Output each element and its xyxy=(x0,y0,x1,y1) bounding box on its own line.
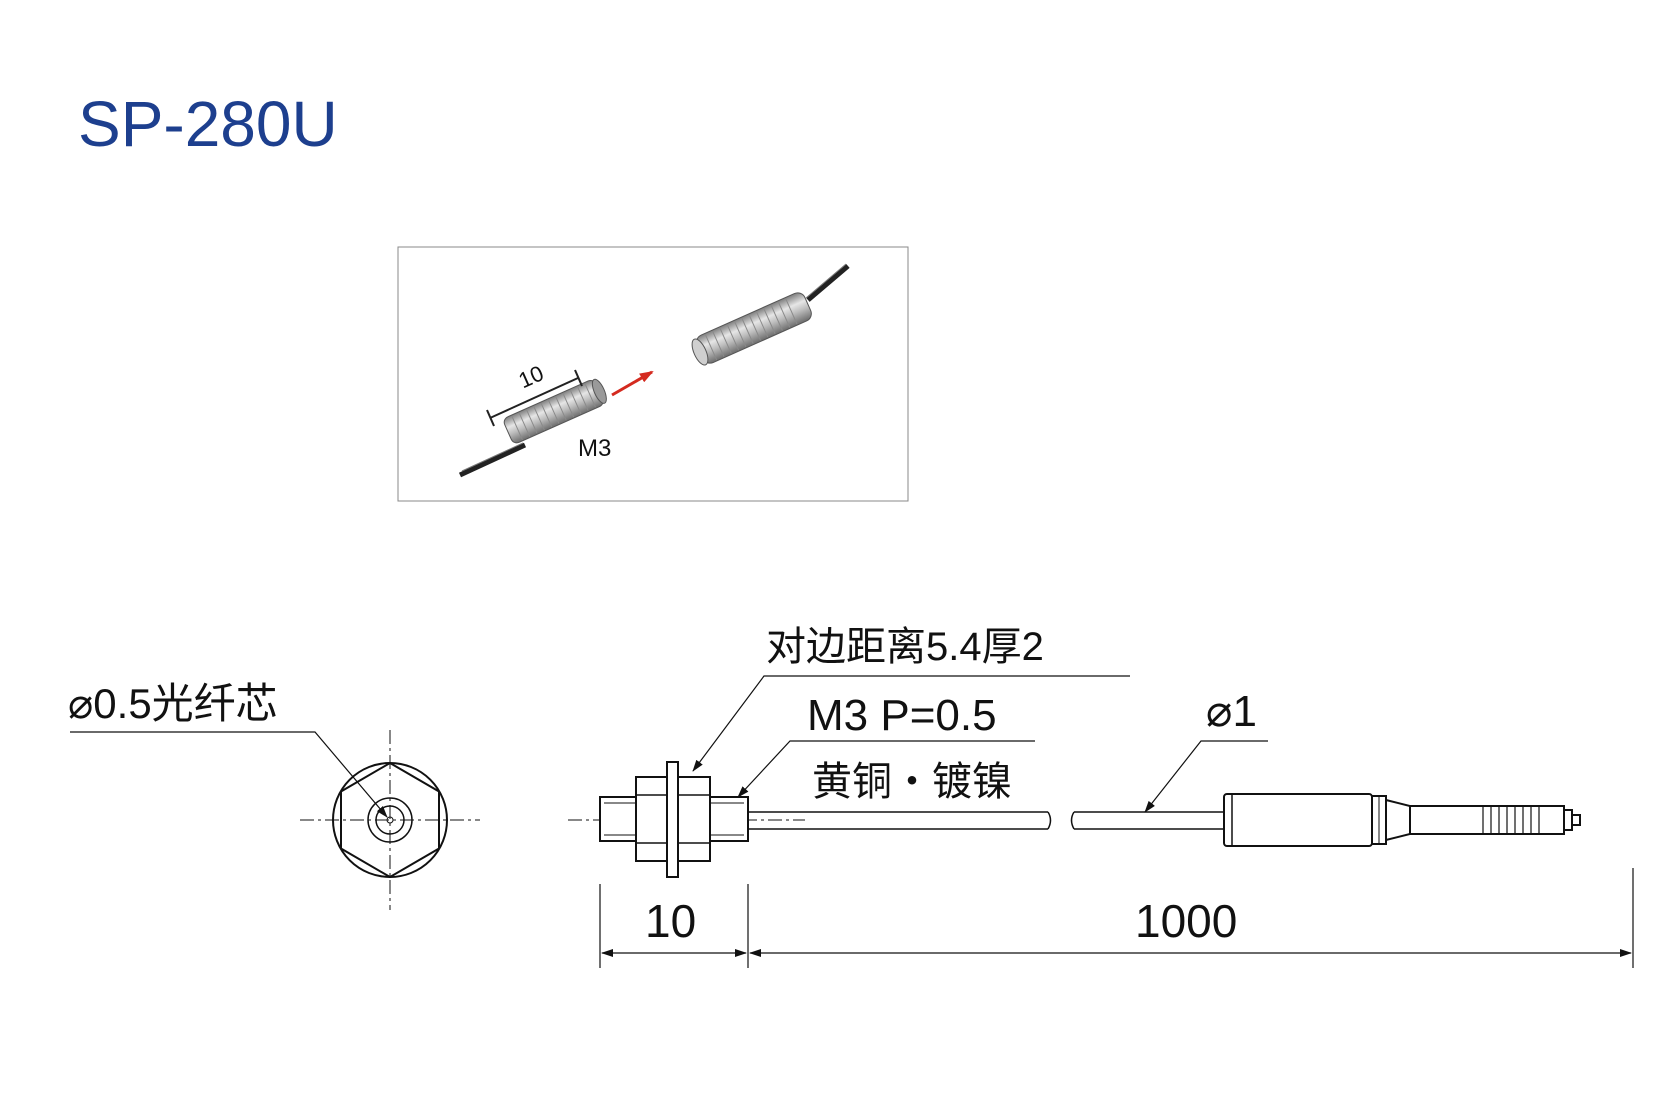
head-length-label: 10 xyxy=(645,895,696,947)
product-photo-panel: 10 M3 xyxy=(397,246,909,502)
material-label: 黄铜・镀镍 xyxy=(812,760,1012,804)
product-title: SP-280U xyxy=(78,88,338,160)
photo-dimension-bracket xyxy=(486,369,583,427)
photo-left-sensor-head xyxy=(503,378,607,444)
cable-diameter-label: ⌀1 xyxy=(1206,687,1257,736)
side-view xyxy=(568,761,1581,878)
photo-insert-arrow xyxy=(611,370,654,397)
core-diameter-label: ⌀0.5光纤芯 xyxy=(68,680,278,727)
side-view-leaders xyxy=(692,675,1268,813)
cable-length-label: 1000 xyxy=(1135,895,1237,947)
front-view xyxy=(70,730,480,910)
hex-spec-label: 对边距离5.4厚2 xyxy=(766,625,1044,669)
photo-right-sensor-head xyxy=(691,292,812,366)
photo-thread-label: M3 xyxy=(578,435,611,462)
photo-left-cable xyxy=(458,442,527,478)
thread-spec-label: M3 P=0.5 xyxy=(807,691,997,740)
dimension-lines xyxy=(599,868,1634,968)
photo-right-cable xyxy=(805,263,850,302)
